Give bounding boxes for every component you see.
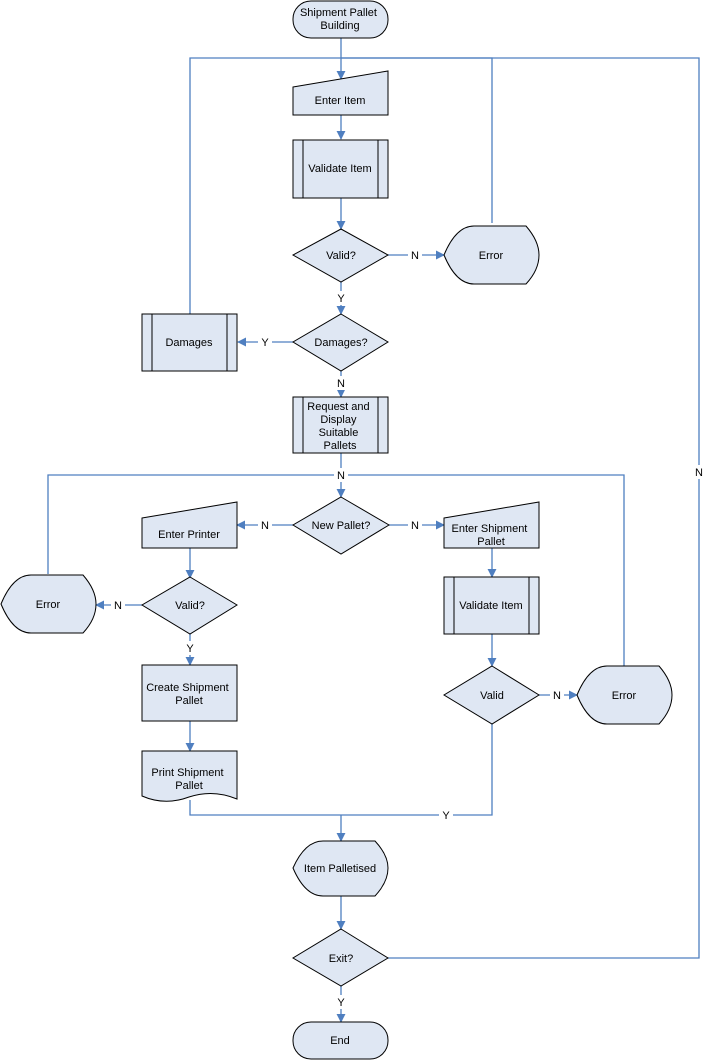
request-pallets-process: Request and Display Suitable Pallets	[292, 396, 389, 454]
node-label: Valid	[480, 690, 504, 702]
node-label: Valid?	[175, 600, 205, 612]
damages-decision: Damages?	[292, 313, 389, 372]
print-shipment-pallet-document: Print Shipment Pallet	[141, 750, 238, 802]
node-label: Shipment Pallet Building	[300, 7, 380, 32]
error-display-3: Error	[576, 665, 673, 725]
node-label: Print Shipment Pallet	[151, 767, 226, 792]
edge-label-valid1-yes: Y	[337, 293, 345, 305]
valid-decision-1: Valid?	[291, 228, 390, 283]
connector	[341, 57, 700, 959]
node-label: Validate Item	[308, 163, 371, 175]
edge-labels: N Y Y N N N N N Y N Y N Y	[111, 248, 704, 1009]
edge-label-valid2-no: N	[114, 600, 122, 612]
node-label: Item Palletised	[304, 863, 376, 875]
node-label: Enter Printer	[158, 529, 220, 541]
node-label: Error	[479, 250, 504, 262]
item-palletised-display: Item Palletised	[292, 840, 389, 897]
connector	[189, 57, 341, 314]
edge-label-damages-yes: Y	[261, 337, 269, 349]
node-label: New Pallet?	[312, 520, 371, 532]
valid-decision-2: Valid?	[141, 576, 238, 635]
enter-shipment-pallet-input: Enter Shipment Pallet	[443, 501, 540, 549]
valid-decision-3: Valid	[443, 665, 540, 725]
node-label: Enter Item	[315, 95, 366, 107]
node-label: Error	[612, 690, 637, 702]
new-pallet-decision: New Pallet?	[292, 496, 390, 555]
edge-label-exit-no: N	[695, 467, 703, 479]
validate-item-process: Validate Item	[292, 139, 389, 199]
edge-label-request-no: N	[337, 470, 345, 482]
edge-label-valid2-yes: Y	[186, 643, 194, 655]
node-label: Error	[36, 599, 61, 611]
connector	[341, 474, 625, 666]
error-display-2: Error	[0, 574, 97, 634]
node-label: Validate Item	[459, 600, 522, 612]
validate-item-process-2: Validate Item	[443, 576, 540, 635]
edge-label-new-pallet-left-no: N	[261, 520, 269, 532]
node-label: Create Shipment Pallet	[146, 682, 232, 707]
create-shipment-pallet-process: Create Shipment Pallet	[141, 664, 238, 722]
edge-label-valid3-yes: Y	[442, 810, 450, 822]
node-label: Damages?	[314, 337, 367, 349]
damages-process: Damages	[141, 313, 238, 372]
edge-label-damages-no: N	[337, 378, 345, 390]
error-display-1: Error	[443, 225, 540, 285]
node-label: Enter Shipment Pallet	[452, 523, 531, 548]
enter-item-input: Enter Item	[292, 70, 389, 116]
exit-decision: Exit?	[292, 928, 389, 987]
node-label: Request and Display Suitable Pallets	[307, 401, 372, 452]
edge-label-valid1-no: N	[411, 250, 419, 262]
node-label: Damages	[165, 337, 213, 349]
end-terminator: End	[292, 1021, 389, 1060]
connector	[47, 474, 341, 574]
node-label: Exit?	[329, 953, 353, 965]
edge-label-valid3-no: N	[553, 690, 561, 702]
start-terminator: Shipment Pallet Building	[292, 0, 389, 39]
edge-label-exit-yes: Y	[337, 997, 345, 1009]
node-label: End	[330, 1035, 350, 1047]
node-label: Valid?	[326, 250, 356, 262]
enter-printer-input: Enter Printer	[141, 501, 238, 549]
edge-label-new-pallet-right-no: N	[411, 520, 419, 532]
